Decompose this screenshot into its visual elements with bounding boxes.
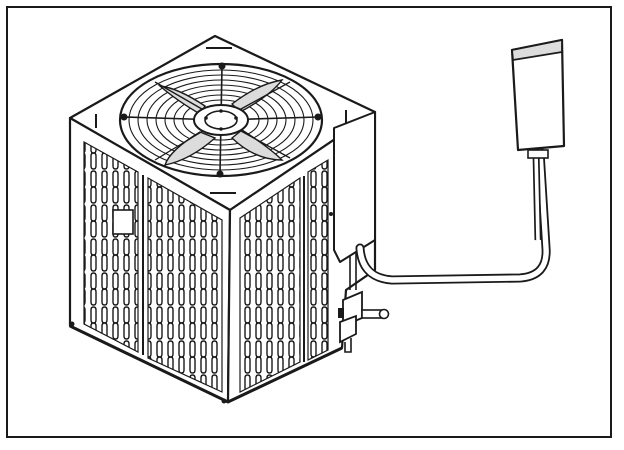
service-valves xyxy=(338,290,390,353)
electrical-conduit xyxy=(355,147,551,285)
disconnect-box xyxy=(510,38,566,159)
rating-plate xyxy=(112,209,134,235)
unit-base xyxy=(69,321,343,404)
fan-hub xyxy=(193,104,249,136)
